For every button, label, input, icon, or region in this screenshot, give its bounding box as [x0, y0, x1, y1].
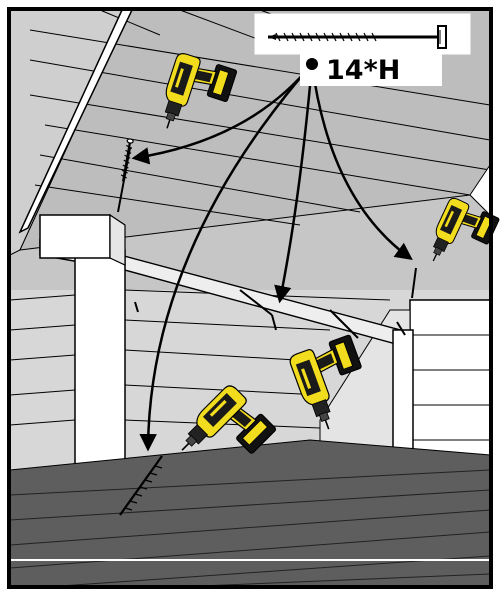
right-post — [393, 330, 413, 460]
screw-callout-label: 14*H — [326, 55, 400, 86]
callout-dot — [306, 58, 318, 70]
